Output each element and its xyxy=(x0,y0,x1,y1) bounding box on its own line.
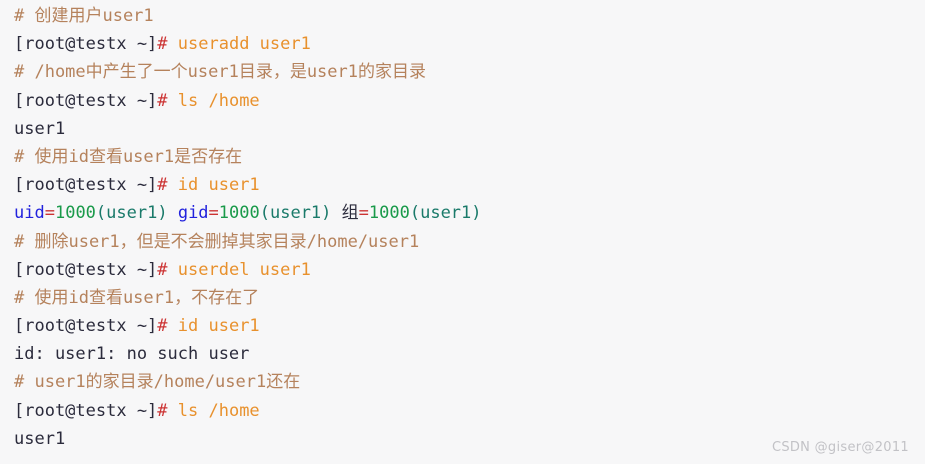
terminal-token: user1 xyxy=(14,118,66,139)
terminal-token: # 使用id查看user1，不存在了 xyxy=(14,287,260,308)
terminal-token xyxy=(168,203,178,223)
terminal-token: [root@testx ~] xyxy=(14,90,158,111)
terminal-token: # 删除user1，但是不会删掉其家目录/home/user1 xyxy=(14,231,420,252)
terminal-token: # xyxy=(157,316,168,337)
terminal-token: [root@testx ~] xyxy=(14,259,158,280)
terminal-token: # 创建用户user1 xyxy=(14,6,154,26)
terminal-token: [root@testx ~] xyxy=(14,34,158,55)
terminal-token: # xyxy=(157,90,168,111)
terminal-token: (user1) xyxy=(95,203,168,224)
terminal-token: [root@testx ~] xyxy=(14,175,158,196)
terminal-token: 1000 xyxy=(218,203,260,224)
terminal-token: = xyxy=(358,203,369,224)
terminal-token: # 使用id查看user1是否存在 xyxy=(14,146,243,167)
terminal-token: # xyxy=(157,259,168,280)
terminal-token: id: user1: no such user xyxy=(14,344,250,365)
terminal-token: 1000 xyxy=(368,203,410,224)
terminal-token: # /home中产生了一个user1目录，是user1的家目录 xyxy=(14,62,426,83)
terminal-token: userdel user1 xyxy=(167,259,311,280)
terminal-token: [root@testx ~] xyxy=(14,400,158,421)
terminal-line-output: uid=1000(user1) gid=1000(user1) 组=1000(u… xyxy=(0,199,925,227)
terminal-line-command: [root@testx ~]# useradd user1 xyxy=(0,30,925,58)
terminal-line-command: [root@testx ~]# userdel user1 xyxy=(0,256,925,284)
terminal-token: uid xyxy=(14,203,45,224)
terminal-line-comment: # 使用id查看user1，不存在了 xyxy=(0,284,925,312)
terminal-token: useradd user1 xyxy=(167,34,311,55)
terminal-token: = xyxy=(44,203,55,224)
terminal-token: = xyxy=(208,203,219,224)
terminal-line-comment: # /home中产生了一个user1目录，是user1的家目录 xyxy=(0,58,925,86)
terminal-token: id user1 xyxy=(167,316,260,337)
terminal-line-comment: # 删除user1，但是不会删掉其家目录/home/user1 xyxy=(0,228,925,256)
terminal-token: ls /home xyxy=(167,400,260,421)
terminal-token: 1000 xyxy=(54,203,96,224)
terminal-line-command: [root@testx ~]# ls /home xyxy=(0,397,925,425)
terminal-token: (user1) xyxy=(259,203,332,224)
terminal-line-output: user1 xyxy=(0,115,925,143)
terminal-token: # user1的家目录/home/user1还在 xyxy=(14,372,301,393)
terminal-line-list: # 创建用户user1[root@testx ~]# useradd user1… xyxy=(0,2,925,453)
terminal-line-command: [root@testx ~]# id user1 xyxy=(0,171,925,199)
terminal-token: # xyxy=(157,34,168,55)
terminal-token: user1 xyxy=(14,428,66,449)
terminal-token: # xyxy=(157,175,168,196)
terminal-token: gid xyxy=(177,203,209,224)
terminal-token: [root@testx ~] xyxy=(14,316,158,337)
terminal-token: # xyxy=(157,400,168,421)
terminal-token: id user1 xyxy=(167,175,260,196)
terminal-token xyxy=(331,203,341,223)
terminal-line-output: id: user1: no such user xyxy=(0,340,925,368)
terminal-token: ls /home xyxy=(167,90,260,111)
terminal-line-output: user1 xyxy=(0,425,925,453)
terminal-line-command: [root@testx ~]# id user1 xyxy=(0,312,925,340)
terminal-line-comment: # user1的家目录/home/user1还在 xyxy=(0,368,925,396)
terminal-line-comment: # 使用id查看user1是否存在 xyxy=(0,143,925,171)
terminal-token: (user1) xyxy=(409,203,482,224)
terminal-line-command: [root@testx ~]# ls /home xyxy=(0,87,925,115)
csdn-watermark: CSDN @giser@2011 xyxy=(771,440,909,455)
terminal-line-comment: # 创建用户user1 xyxy=(0,2,925,30)
terminal-token: 组 xyxy=(341,203,359,224)
